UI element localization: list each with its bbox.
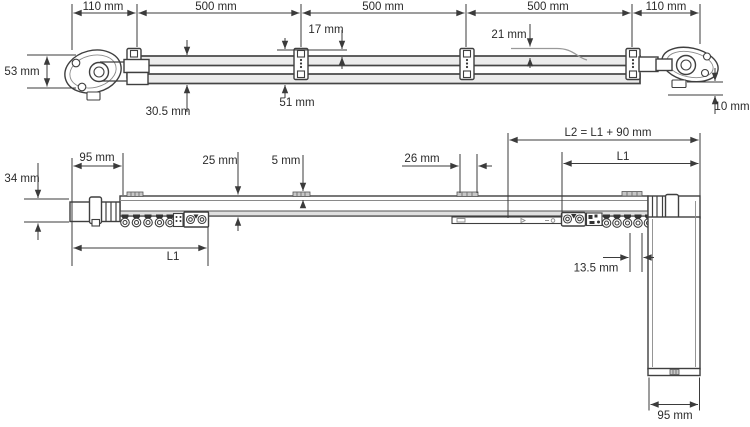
bracket-tab [456, 191, 479, 197]
dim-500-3-label: 500 mm [527, 1, 569, 13]
top-dim-extension-lines [71, 4, 701, 50]
dim-110-left: 110 mm [73, 1, 136, 17]
dim-25-label: 25 mm [202, 155, 237, 167]
dim-30-5-label: 30.5 mm [146, 106, 191, 118]
dim-l1-right: L1 [561, 151, 699, 217]
dim-51-label: 51 mm [279, 97, 314, 109]
bracket-2 [293, 47, 309, 81]
bracket-tab [292, 191, 311, 197]
roller [612, 214, 622, 228]
dim-110-left-label: 110 mm [83, 1, 124, 13]
rail-profile [139, 55, 641, 85]
dim-l2-label: L2 = L1 + 90 mm [565, 127, 652, 139]
roller [154, 214, 165, 228]
cord-exit-tab [86, 91, 101, 101]
dim-110-right-label: 110 mm [646, 1, 687, 13]
dim-10: 10 mm [668, 68, 750, 114]
pulley-screw-icon [702, 52, 712, 61]
roller [601, 214, 612, 228]
dim-13-5: 13.5 mm [574, 233, 654, 275]
dim-30-5: 30.5 mm [146, 40, 191, 118]
right-end-pulley [638, 46, 719, 89]
left-cord-housing [69, 196, 121, 227]
pull-cord-curve [511, 47, 588, 61]
dim-l1-left-label: L1 [167, 251, 180, 263]
bracket-tab [126, 191, 144, 197]
return-rail [647, 201, 701, 377]
roller [120, 214, 130, 228]
dim-l2: L2 = L1 + 90 mm [507, 127, 701, 218]
dim-500-2-label: 500 mm [362, 1, 404, 13]
dim-500-3: 500 mm [467, 1, 631, 17]
bracket-tab [621, 191, 643, 197]
roller [633, 214, 643, 228]
dim-500-2: 500 mm [302, 1, 465, 17]
pulley-screw-icon [77, 82, 87, 92]
roller [143, 214, 153, 228]
roller [622, 214, 633, 228]
right-master-carrier [560, 211, 603, 227]
dim-95-left-label: 95 mm [79, 152, 114, 164]
dim-500-1-label: 500 mm [195, 1, 237, 13]
dim-26: 26 mm [402, 153, 492, 193]
dim-26-label: 26 mm [404, 153, 439, 165]
rail-upper-band [139, 55, 641, 67]
dim-34-label: 34 mm [4, 173, 39, 185]
dim-95-left: 95 mm [71, 152, 124, 266]
dim-17: 17 mm [277, 24, 347, 69]
roller [165, 214, 175, 228]
pulley-screw-icon [71, 58, 81, 68]
bracket-4 [625, 47, 641, 81]
cord-exit-tab [671, 79, 687, 89]
pulley-screw-icon [700, 68, 710, 78]
dim-5-label: 5 mm [272, 155, 301, 167]
wall-clip-foot [91, 218, 101, 227]
bracket-3 [459, 47, 475, 81]
dim-13-5-label: 13.5 mm [574, 263, 619, 275]
roller [131, 214, 142, 228]
dim-500-1: 500 mm [138, 1, 300, 17]
bracket-tab [669, 369, 680, 375]
right-rollers [601, 214, 654, 228]
bracket-tabs [126, 191, 643, 197]
dim-25: 25 mm [202, 152, 242, 231]
dim-110-right: 110 mm [633, 1, 699, 17]
dim-34: 34 mm [4, 163, 69, 240]
dim-53: 53 mm [4, 54, 76, 89]
dim-21-label: 21 mm [491, 29, 526, 41]
dim-l1-left: L1 [73, 227, 209, 266]
left-master-carrier [172, 211, 210, 228]
bottom-view: 95 mm 34 mm 25 mm 5 mm 26 mm [4, 127, 701, 422]
dim-51: 51 mm [279, 38, 315, 109]
dim-l1-right-label: L1 [617, 151, 630, 163]
dim-21: 21 mm [491, 24, 588, 68]
left-end-pulley [64, 49, 150, 101]
dim-53-label: 53 mm [4, 66, 39, 78]
top-view: 110 mm 500 mm 500 mm 500 mm 110 mm [4, 1, 749, 118]
left-rollers [120, 214, 175, 228]
dim-5: 5 mm [272, 155, 307, 209]
dim-95-return-label: 95 mm [657, 410, 692, 422]
rail-lower-band [139, 73, 641, 85]
dim-95-return: 95 mm [648, 377, 700, 422]
dim-10-label: 10 mm [714, 101, 749, 113]
dim-17-label: 17 mm [308, 24, 343, 36]
